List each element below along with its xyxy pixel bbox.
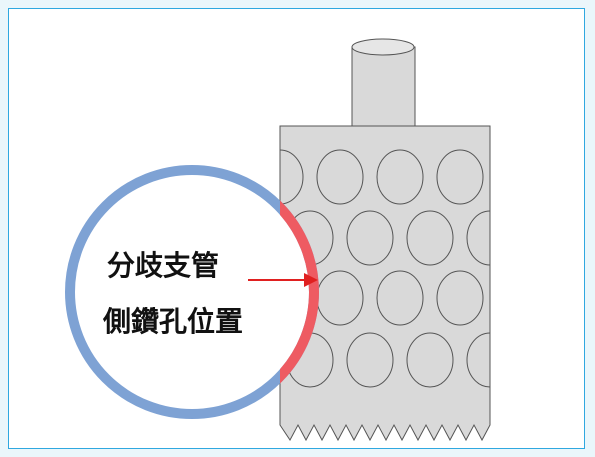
label-drill-position: 側鑽孔位置: [102, 305, 243, 338]
cutter-dimple: [406, 332, 454, 388]
cutter-dimple: [346, 210, 394, 266]
cutter-dimple: [406, 210, 454, 266]
cutter-dimple: [376, 149, 424, 205]
pointer-arrow: [248, 273, 318, 287]
cutter-dimple: [497, 271, 543, 325]
label-branch-pipe: 分歧支管: [107, 249, 219, 282]
cutter-dimple: [497, 150, 543, 204]
drill-position-highlight: [280, 165, 319, 419]
cutter-dimple: [466, 210, 490, 266]
cutter-dimple: [436, 149, 484, 205]
cutter-shaft: [351, 38, 416, 128]
cutter-dimple: [466, 332, 490, 388]
cutter-dimple: [346, 332, 394, 388]
cutter-dimple: [280, 149, 304, 205]
cutter-dimple: [316, 149, 364, 205]
cutter-dimple: [376, 270, 424, 326]
cutter-dimple: [436, 270, 484, 326]
branch-pipe-ring: [65, 165, 319, 419]
